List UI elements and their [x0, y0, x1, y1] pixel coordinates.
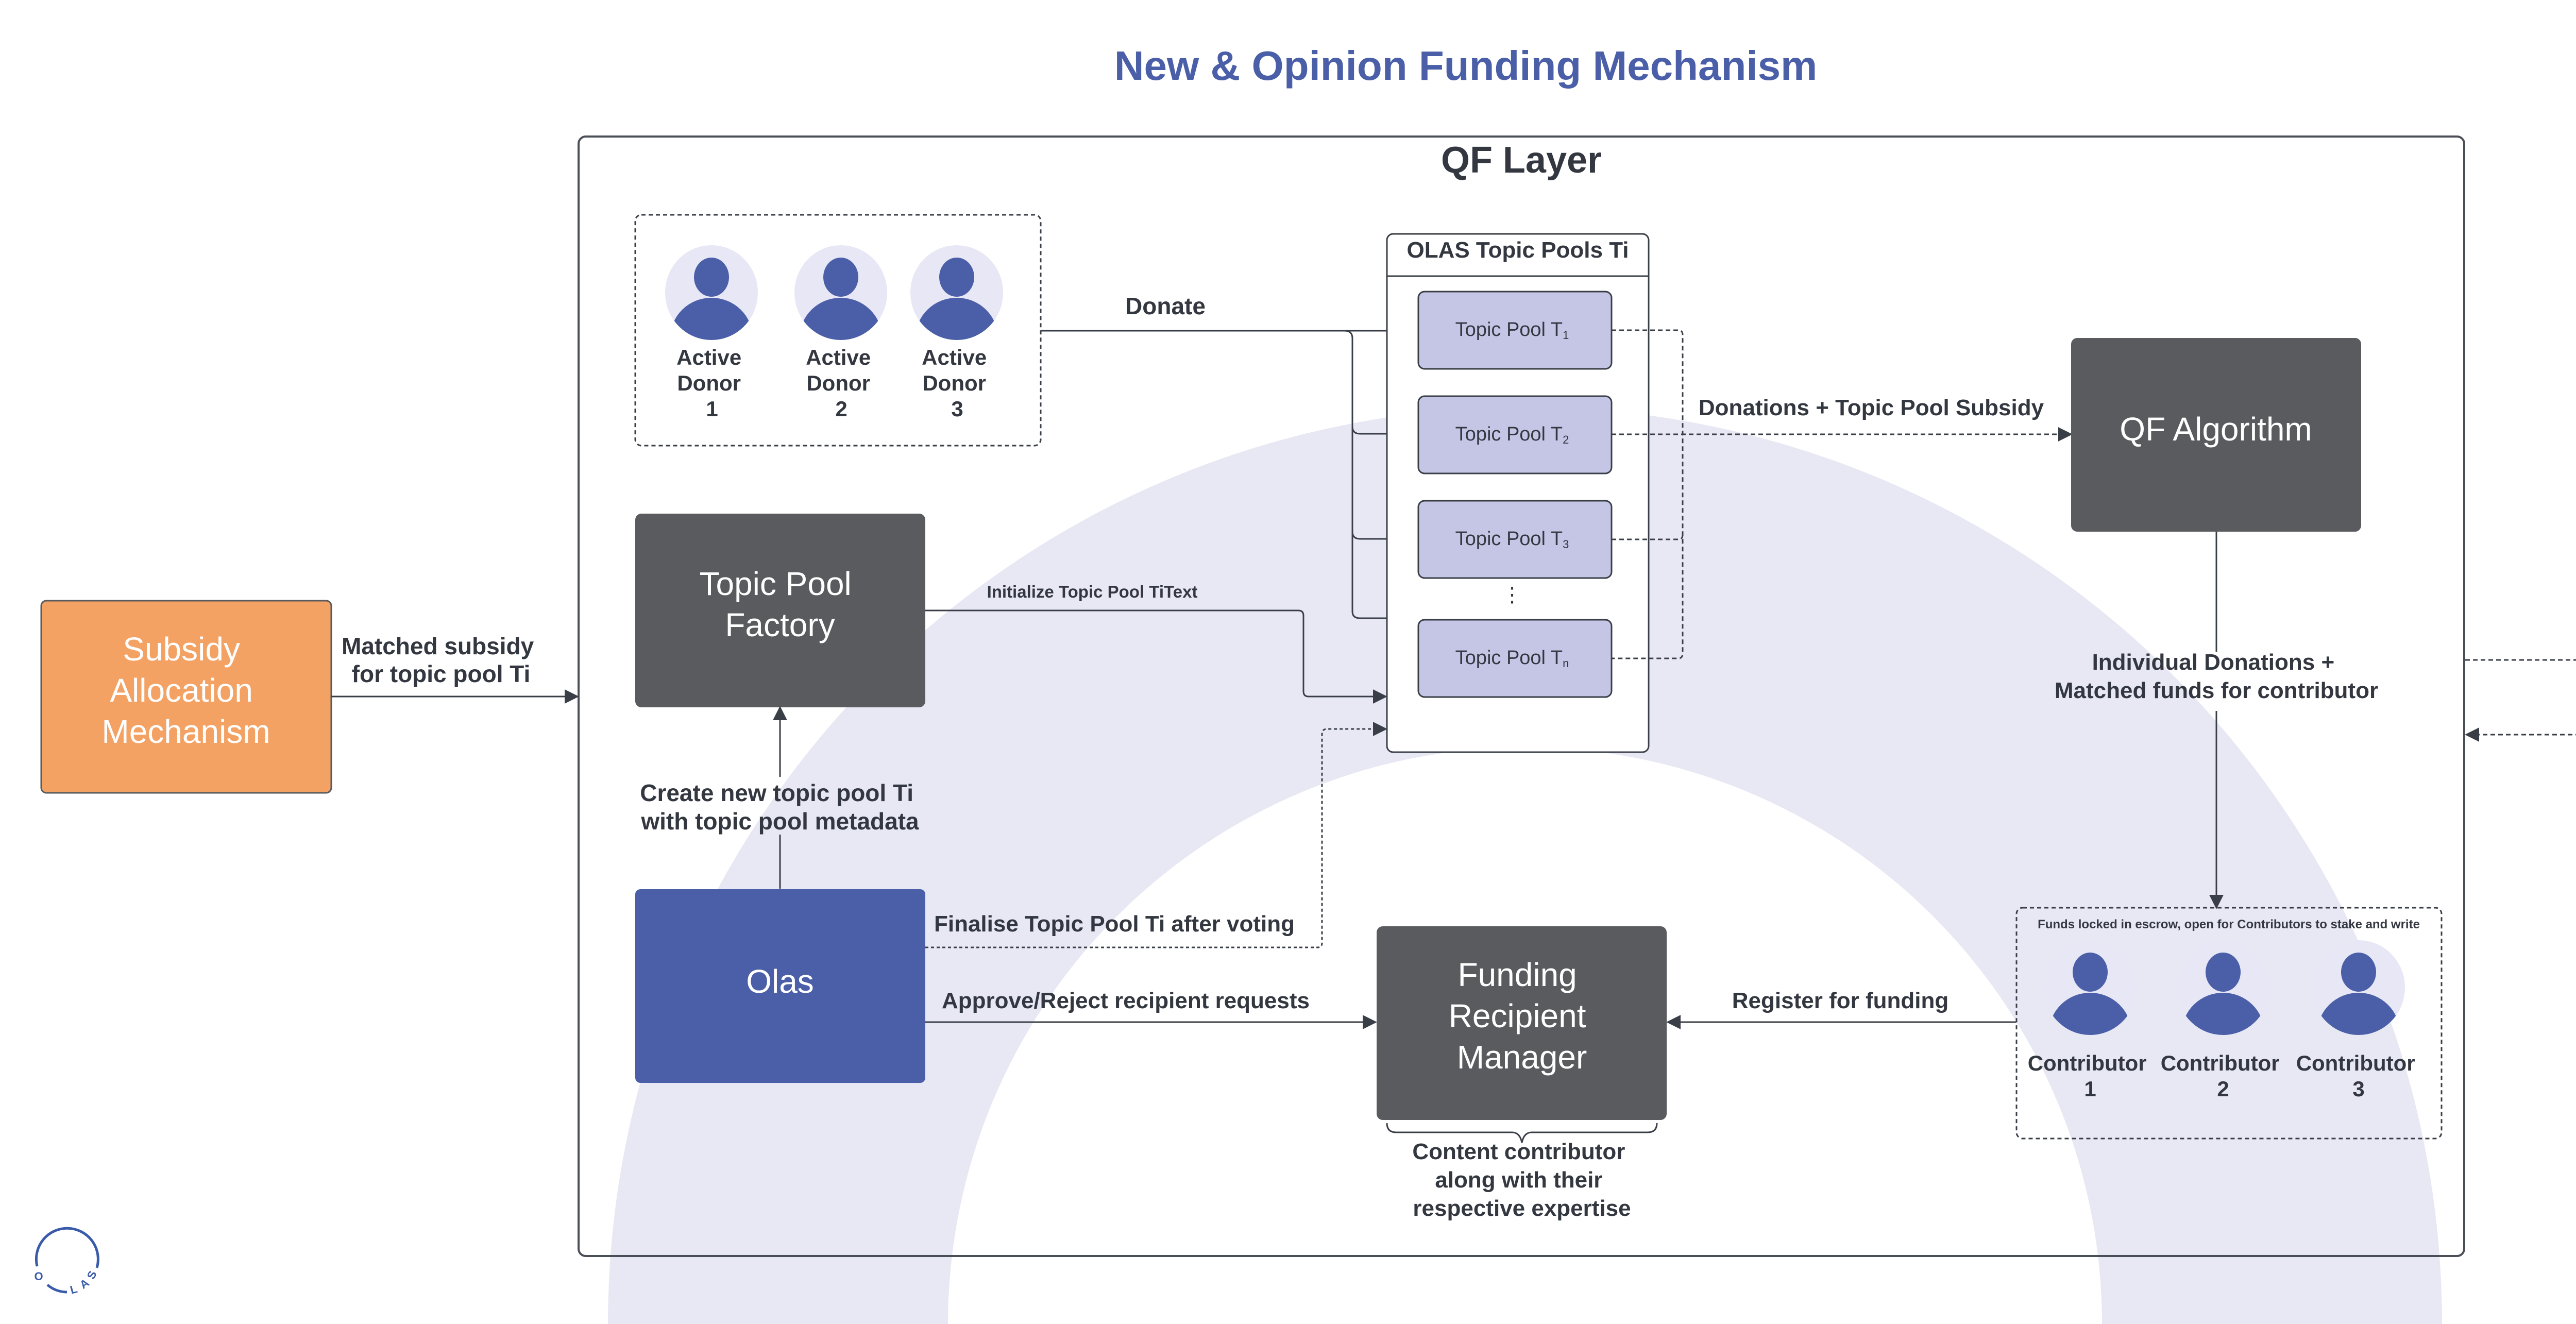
user-icon — [2177, 940, 2269, 1035]
svg-text:Topic Pool Factory: Topic Pool Factory — [699, 565, 860, 643]
contributor-2-label: Contributor 2 — [2161, 1051, 2286, 1101]
background-ring — [608, 407, 2442, 1324]
svg-text:Subsidy Allocation: Subsidy Allocation Mechanism — [101, 631, 270, 750]
svg-text:Olas: Olas — [746, 963, 814, 1000]
edge-label-matched-subsidy: Matched subsidy for topic pool Ti — [342, 633, 540, 687]
svg-text:Topic Pool T1: Topic Pool T1 — [1455, 319, 1569, 342]
contributor-1-label: Contributor 1 — [2028, 1051, 2153, 1101]
topic-pool-3[interactable]: Topic Pool T3 — [1417, 500, 1613, 579]
subsidy-allocation-box[interactable]: Subsidy Allocation Mechanism — [40, 600, 332, 794]
page-title: New & Opinion Funding Mechanism — [1114, 43, 1817, 89]
topic-pools-title: OLAS Topic Pools Ti — [1406, 237, 1629, 263]
user-icon — [794, 245, 887, 340]
topic-pool-n[interactable]: Topic Pool Tn — [1417, 619, 1613, 698]
user-icon — [665, 245, 758, 340]
edge-label-register: Register for funding — [1732, 988, 1948, 1013]
user-icon — [910, 245, 1003, 340]
funding-recipient-manager-box[interactable]: Funding Recipient Manager — [1377, 926, 1667, 1120]
edge-label-finalise: Finalise Topic Pool Ti after voting — [934, 911, 1295, 937]
qf-layer-title: QF Layer — [1441, 140, 1602, 181]
donor-3-label: Active Donor 3 — [922, 345, 993, 421]
topic-pool-2[interactable]: Topic Pool T2 — [1417, 395, 1613, 474]
svg-text:Topic Pool T3: Topic Pool T3 — [1455, 528, 1569, 551]
contributor-3[interactable] — [2312, 940, 2405, 1073]
edge-pools-to-qf[interactable] — [1612, 329, 2073, 659]
topic-pool-factory-box[interactable]: Topic Pool Factory — [635, 514, 925, 707]
edge-label-content-contributor: Content contributor along with their res… — [1412, 1139, 1631, 1221]
edge-label-initialize: Initialize Topic Pool TiText — [987, 582, 1198, 601]
edge-label-donate: Donate — [1125, 293, 1206, 319]
contributor-3-label: Contributor 3 — [2296, 1051, 2421, 1101]
svg-text:S: S — [84, 1269, 99, 1281]
edge-label-create-pool: Create new topic pool Ti with topic pool… — [640, 779, 920, 835]
donor-1-label: Active Donor 1 — [676, 345, 748, 421]
svg-text:O: O — [34, 1270, 43, 1283]
edge-finalise[interactable] — [925, 722, 1387, 948]
svg-text:QF Algorithm: QF Algorithm — [2120, 411, 2312, 448]
edge-initialize[interactable] — [925, 609, 1387, 704]
svg-text:Topic Pool T2: Topic Pool T2 — [1455, 423, 1569, 446]
topic-pools-ellipsis: ⋮ — [1502, 584, 1522, 606]
qf-algorithm-box[interactable]: QF Algorithm — [2071, 338, 2361, 532]
brace — [1386, 1123, 1658, 1143]
edge-label-individual-donations: Individual Donations + Matched funds for… — [2055, 650, 2378, 703]
donor-3[interactable] — [910, 245, 1003, 378]
user-icon — [2044, 940, 2137, 1035]
donor-1[interactable] — [665, 245, 758, 378]
escrow-caption: Funds locked in escrow, open for Contrib… — [2038, 918, 2420, 931]
olas-box[interactable]: Olas — [635, 889, 925, 1083]
svg-text:Funding Recipient: Funding Recipient Manager — [1449, 956, 1596, 1076]
svg-text:L: L — [69, 1282, 78, 1297]
contributor-2[interactable] — [2177, 940, 2269, 1073]
edge-label-donations-subsidy: Donations + Topic Pool Subsidy — [1699, 395, 2044, 420]
edge-label-approve-reject: Approve/Reject recipient requests — [942, 988, 1310, 1013]
svg-text:Topic Pool Tn: Topic Pool Tn — [1455, 647, 1569, 670]
topic-pool-1[interactable]: Topic Pool T1 — [1417, 291, 1613, 370]
donor-2-label: Active Donor 2 — [806, 345, 877, 421]
user-icon — [2312, 940, 2405, 1035]
edge-identity[interactable] — [2465, 659, 2576, 742]
olas-logo: O L A S — [34, 1227, 99, 1297]
donor-2[interactable] — [794, 245, 887, 378]
contributor-1[interactable] — [2044, 940, 2137, 1073]
